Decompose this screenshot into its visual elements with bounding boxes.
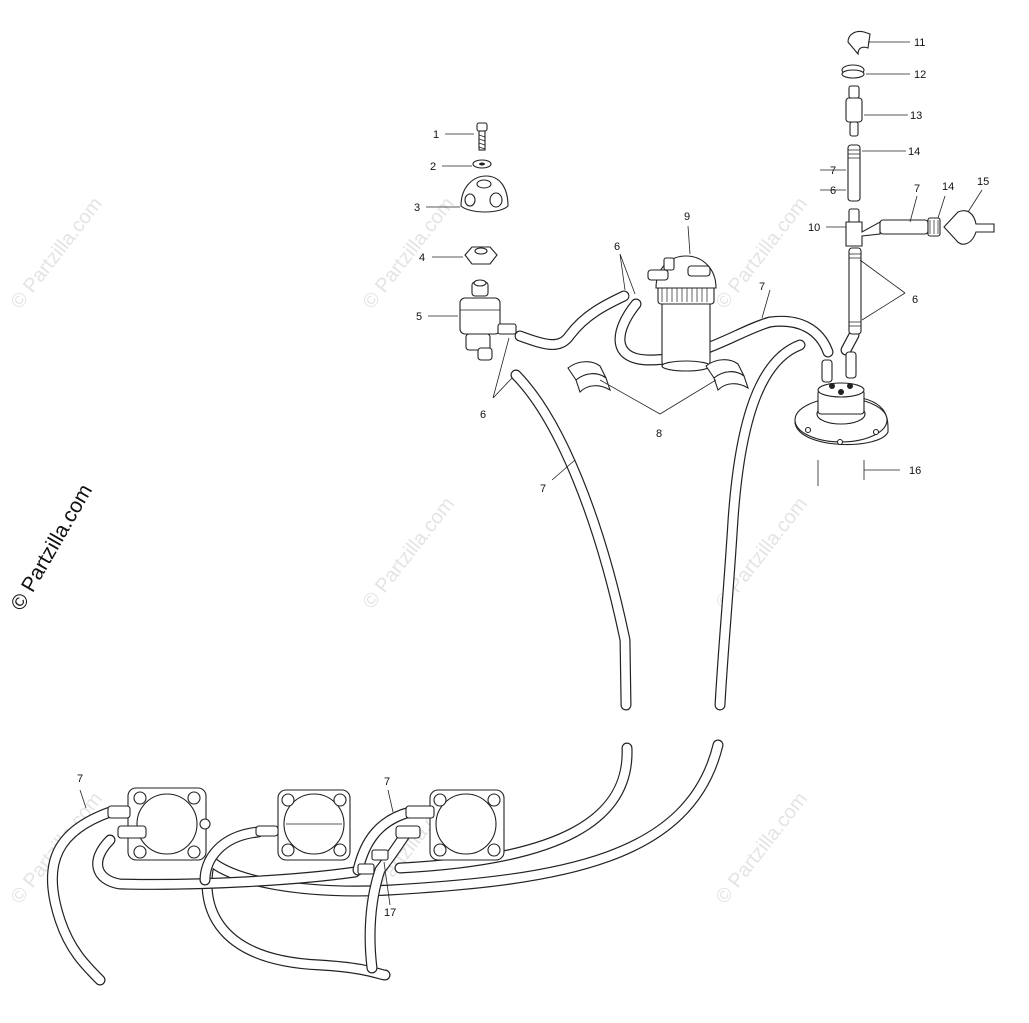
hose-lines — [46, 290, 860, 986]
callout-4: 4 — [419, 252, 425, 264]
callout-13: 13 — [910, 110, 922, 122]
carburetor-right — [395, 789, 505, 861]
part-8-hose-clamps — [567, 359, 749, 394]
callout-11: 11 — [914, 37, 925, 49]
part-5-fuel-valve — [459, 279, 517, 361]
callout-17: 17 — [384, 907, 396, 919]
part-4-nut — [464, 246, 498, 265]
carburetor-middle — [255, 789, 351, 861]
callout-7-long-hose: 7 — [540, 483, 546, 495]
callout-14-side: 14 — [942, 181, 954, 193]
callout-9: 9 — [684, 211, 690, 223]
carburetor-left — [107, 787, 211, 861]
callout-8: 8 — [656, 428, 662, 440]
part-3-grommet-cap — [460, 175, 509, 213]
watermark-1: © Partzilla.com — [7, 193, 107, 313]
watermark-2: © Partzilla.com — [359, 193, 459, 313]
part-9-fuel-filter — [647, 255, 717, 372]
callout-15: 15 — [977, 176, 989, 188]
callout-7-right-carb: 7 — [384, 776, 390, 788]
callout-12: 12 — [914, 69, 926, 81]
callout-5: 5 — [416, 311, 422, 323]
callout-leaders — [79, 41, 983, 906]
watermark-4: © Partzilla.com — [359, 493, 459, 613]
callout-6-column: 6 — [830, 185, 836, 197]
watermark-8: © Partzilla.com — [712, 788, 812, 908]
watermark-3: © Partzilla.com — [712, 193, 812, 313]
callout-6-right-column: 6 — [912, 294, 918, 306]
part-2-washer — [472, 159, 492, 169]
callout-10: 10 — [808, 222, 820, 234]
fuel-pipe-column — [841, 30, 995, 335]
callout-1: 1 — [433, 129, 439, 141]
callout-6-left: 6 — [480, 409, 486, 421]
callout-2: 2 — [430, 161, 436, 173]
callout-6-top: 6 — [614, 241, 620, 253]
part-1-screw — [476, 122, 488, 151]
callout-labels: 1 2 3 4 5 6 6 6 6 7 7 7 7 7 7 8 9 10 11 … — [77, 37, 989, 919]
callout-7-upper: 7 — [759, 281, 765, 293]
callout-16: 16 — [909, 465, 921, 477]
callout-7-side: 7 — [914, 183, 920, 195]
callout-3: 3 — [414, 202, 420, 214]
part-16-fuel-sender — [794, 351, 889, 446]
part-17-clamp — [357, 849, 389, 875]
callout-7-left-carb: 7 — [77, 773, 83, 785]
callout-14-column: 14 — [908, 146, 920, 158]
watermark-main: © Partzilla.com — [6, 480, 97, 614]
hose-7-left-long — [510, 369, 632, 711]
callout-7-column: 7 — [830, 165, 836, 177]
